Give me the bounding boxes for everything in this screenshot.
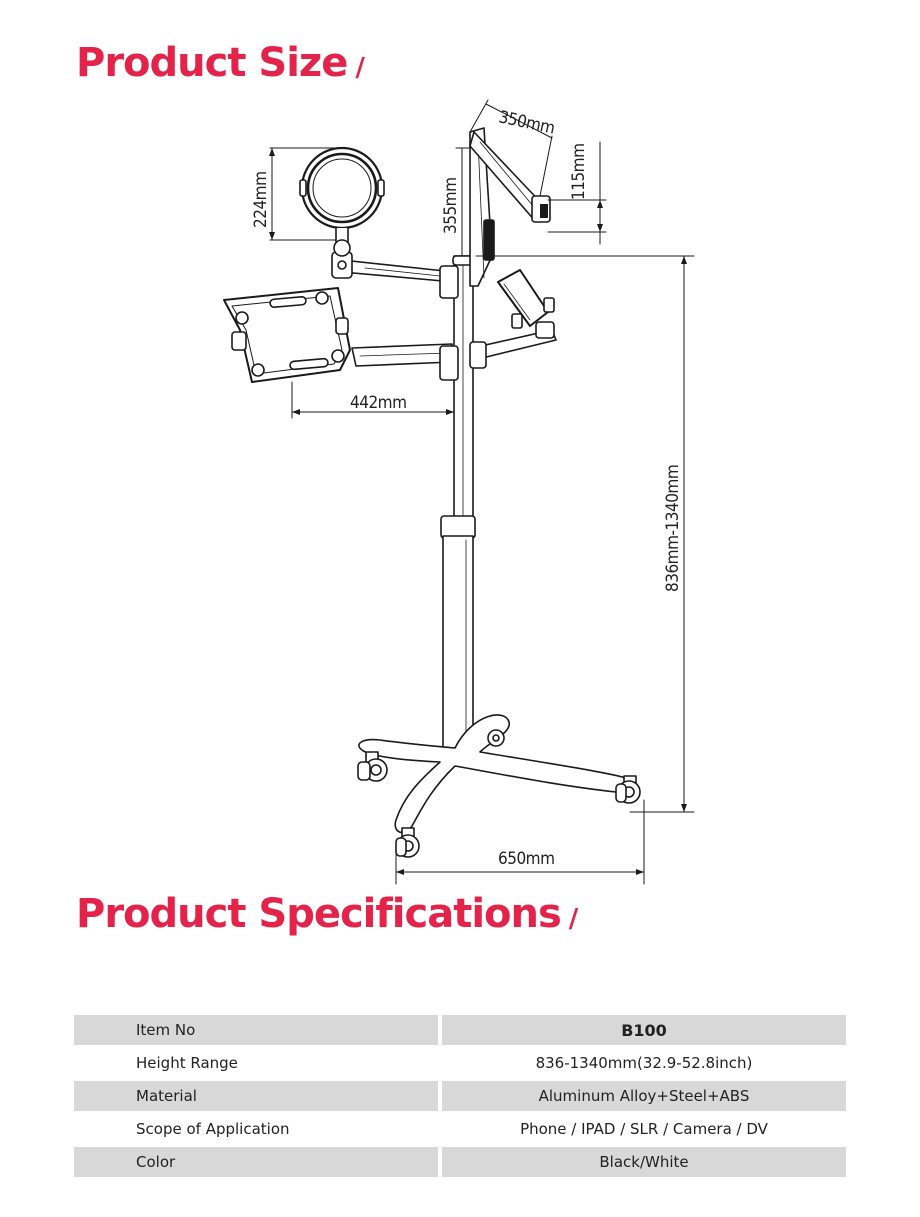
ring-light-arm <box>331 251 459 299</box>
pole <box>440 255 476 757</box>
product-dimension-drawing: 350mm 115mm 224mm 355mm 442mm 836mm-1340… <box>223 99 695 885</box>
spec-divider <box>438 1048 442 1078</box>
heading-slash: / <box>355 53 364 83</box>
dim-label-115: 115mm <box>569 144 589 201</box>
spec-divider <box>438 1015 442 1045</box>
phone-holder <box>497 269 555 329</box>
caster-left <box>357 751 388 782</box>
product-specifications-heading: Product Specifications/ <box>76 891 578 937</box>
spec-label: Material <box>74 1081 438 1111</box>
dim-label-650: 650mm <box>498 849 555 869</box>
dim-label-224: 224mm <box>251 172 271 229</box>
tablet-tray <box>223 287 351 383</box>
spec-value: 836-1340mm(32.9-52.8inch) <box>535 1054 753 1072</box>
product-specifications-title: Product Specifications <box>76 891 562 937</box>
spec-label: Item No <box>74 1015 438 1045</box>
spec-divider <box>438 1147 442 1177</box>
spec-value: Phone / IPAD / SLR / Camera / DV <box>520 1120 768 1138</box>
spec-label: Scope of Application <box>136 1120 290 1138</box>
tablet-tray-arm <box>351 343 459 381</box>
spec-divider <box>438 1081 442 1111</box>
spec-row: Scope of Application Phone / IPAD / SLR /… <box>74 1114 846 1144</box>
spec-label: Height Range <box>136 1054 238 1072</box>
phone-holder-arm <box>469 321 557 369</box>
dimension-arrows <box>269 148 687 875</box>
spec-value: B100 <box>442 1015 846 1045</box>
dim-label-355: 355mm <box>441 178 461 235</box>
dim-label-height-range: 836mm-1340mm <box>663 465 683 592</box>
spec-label: Color <box>74 1147 438 1177</box>
caster-right <box>615 775 641 804</box>
spec-row: Height Range 836-1340mm(32.9-52.8inch) <box>74 1048 846 1078</box>
wheeled-base <box>357 714 641 858</box>
ring-light <box>299 146 385 257</box>
dim-label-442: 442mm <box>350 393 407 413</box>
product-size-title: Product Size <box>76 40 348 86</box>
spec-value: Black/White <box>442 1147 846 1177</box>
spec-value: Aluminum Alloy+Steel+ABS <box>442 1081 846 1111</box>
caster-front <box>395 827 420 858</box>
spec-divider <box>438 1114 442 1144</box>
top-tablet-arm <box>469 127 551 287</box>
product-size-heading: Product Size/ <box>76 40 365 86</box>
dim-label-350: 350mm <box>497 107 556 138</box>
caster-back <box>487 729 505 747</box>
heading-slash: / <box>568 904 578 934</box>
dimension-lines <box>269 99 695 885</box>
